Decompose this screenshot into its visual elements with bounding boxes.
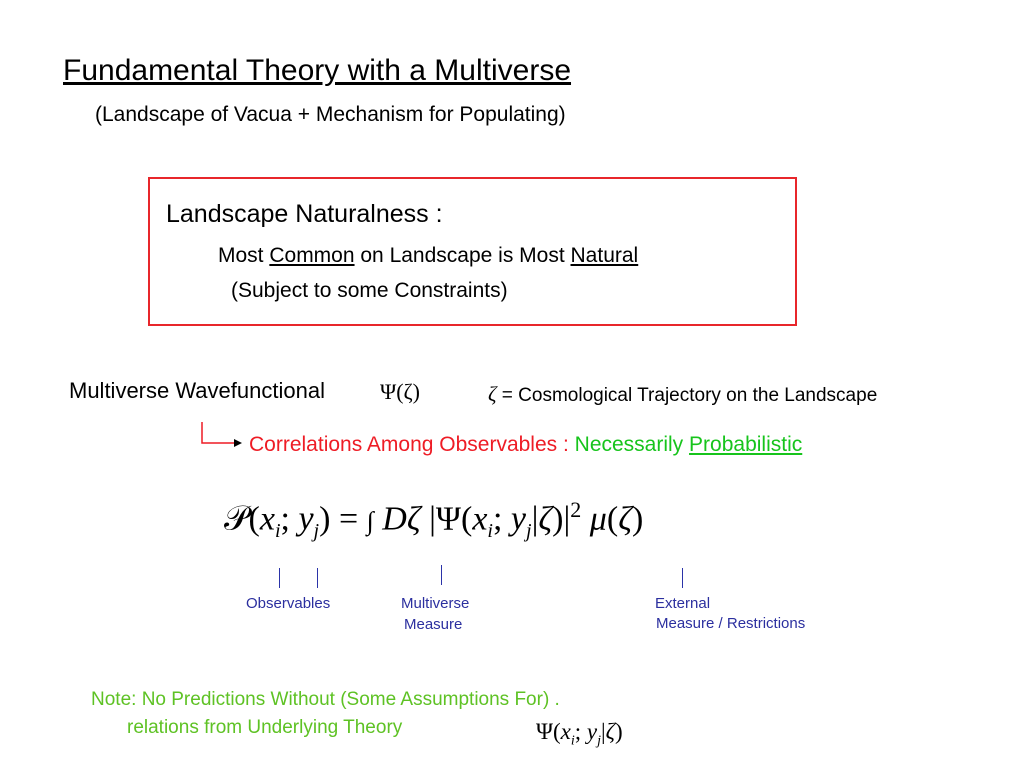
formula-Psi: Ψ: [435, 500, 461, 538]
multiverse-label: Multiverse: [401, 595, 470, 612]
formula-i: i: [274, 520, 281, 543]
external-measure-label: Measure / Restrictions: [656, 615, 806, 632]
note-formula-Psi: Ψ: [536, 719, 553, 744]
formula-y: y: [298, 500, 314, 538]
zeta-symbol: ζ: [488, 382, 497, 406]
note-line-1: Note: No Predictions Without (Some Assum…: [91, 689, 560, 710]
wavefunctional-label: Multiverse Wavefunctional: [69, 378, 325, 403]
multiverse-measure-tick: [441, 565, 442, 585]
formula-x: x: [472, 500, 488, 538]
note-formula-x: x: [560, 719, 571, 744]
formula-zeta: ζ: [538, 500, 553, 538]
correlations-line: Correlations Among Observables : Necessa…: [249, 433, 802, 457]
formula-integral: ∫: [366, 506, 374, 536]
naturalness-heading: Landscape Naturalness :: [166, 200, 443, 228]
page-subtitle: (Landscape of Vacua + Mechanism for Popu…: [95, 103, 566, 126]
formula-paren: (: [248, 500, 260, 538]
probabilistic-word: Probabilistic: [689, 433, 803, 456]
natural-word: Natural: [570, 244, 639, 267]
formula-paren: (: [606, 500, 619, 538]
zeta-definition: ζ = Cosmological Trajectory on the Lands…: [488, 382, 877, 407]
note-formula-paren: (: [552, 719, 561, 744]
middle-text: on Landscape is Most: [354, 244, 571, 267]
most-text: Most: [218, 244, 270, 267]
zeta-definition-text: = Cosmological Trajectory on the Landsca…: [496, 385, 878, 406]
formula-D: D: [373, 500, 407, 538]
note-formula-bar: |: [601, 719, 606, 744]
observables-tick-left: [279, 568, 280, 588]
note-formula-i: i: [570, 733, 575, 749]
external-label: External: [655, 595, 711, 612]
necessarily-text: Necessarily: [574, 433, 690, 456]
formula-paren: ): [631, 500, 644, 538]
formula-zeta: ζ: [406, 500, 421, 538]
formula-mu: μ: [581, 500, 607, 538]
formula-paren: ): [319, 500, 331, 538]
observables-tick-right: [317, 568, 318, 588]
formula-bar: |: [531, 500, 539, 538]
note-line-2: relations from Underlying Theory: [127, 717, 403, 738]
formula-power: 2: [570, 497, 582, 522]
correlations-text: Correlations Among Observables :: [249, 433, 575, 456]
probability-formula: 𝒫(xi; yj) = ∫ Dζ |Ψ(xi; yj|ζ)|2 μ(ζ): [224, 497, 643, 543]
note-formula-j: j: [597, 733, 602, 749]
note-formula-semicolon: ;: [574, 719, 587, 744]
formula-i: i: [487, 520, 493, 543]
note-formula-y: y: [586, 719, 598, 744]
formula-P: 𝒫: [224, 500, 249, 538]
formula-bar: |: [420, 500, 436, 538]
formula-j: j: [526, 520, 532, 543]
formula-zeta: ζ: [618, 500, 632, 538]
formula-equals: =: [330, 500, 367, 538]
observables-label: Observables: [246, 595, 331, 612]
formula-x: x: [259, 500, 275, 538]
formula-semicolon: ;: [492, 500, 511, 538]
formula-paren: (: [460, 500, 473, 538]
external-measure-tick: [682, 568, 683, 588]
naturalness-box: [148, 177, 797, 326]
common-word: Common: [269, 244, 355, 267]
naturalness-constraints: (Subject to some Constraints): [231, 279, 508, 302]
formula-bar: |: [563, 500, 571, 538]
wavefunctional-symbol: Ψ(ζ): [380, 379, 420, 404]
formula-j: j: [313, 520, 320, 543]
note-formula-paren: ): [614, 719, 623, 744]
note-formula-zeta: ζ: [605, 719, 615, 744]
note-formula: Ψ(xi; yj|ζ): [536, 719, 623, 750]
formula-y: y: [510, 500, 527, 538]
formula-semicolon: ;: [280, 500, 299, 538]
measure-label: Measure: [404, 616, 463, 633]
page-title: Fundamental Theory with a Multiverse: [63, 54, 572, 87]
formula-paren: ): [552, 500, 564, 538]
naturalness-statement: Most Common on Landscape is Most Natural: [218, 244, 638, 268]
right-arrow-icon: [201, 422, 242, 447]
